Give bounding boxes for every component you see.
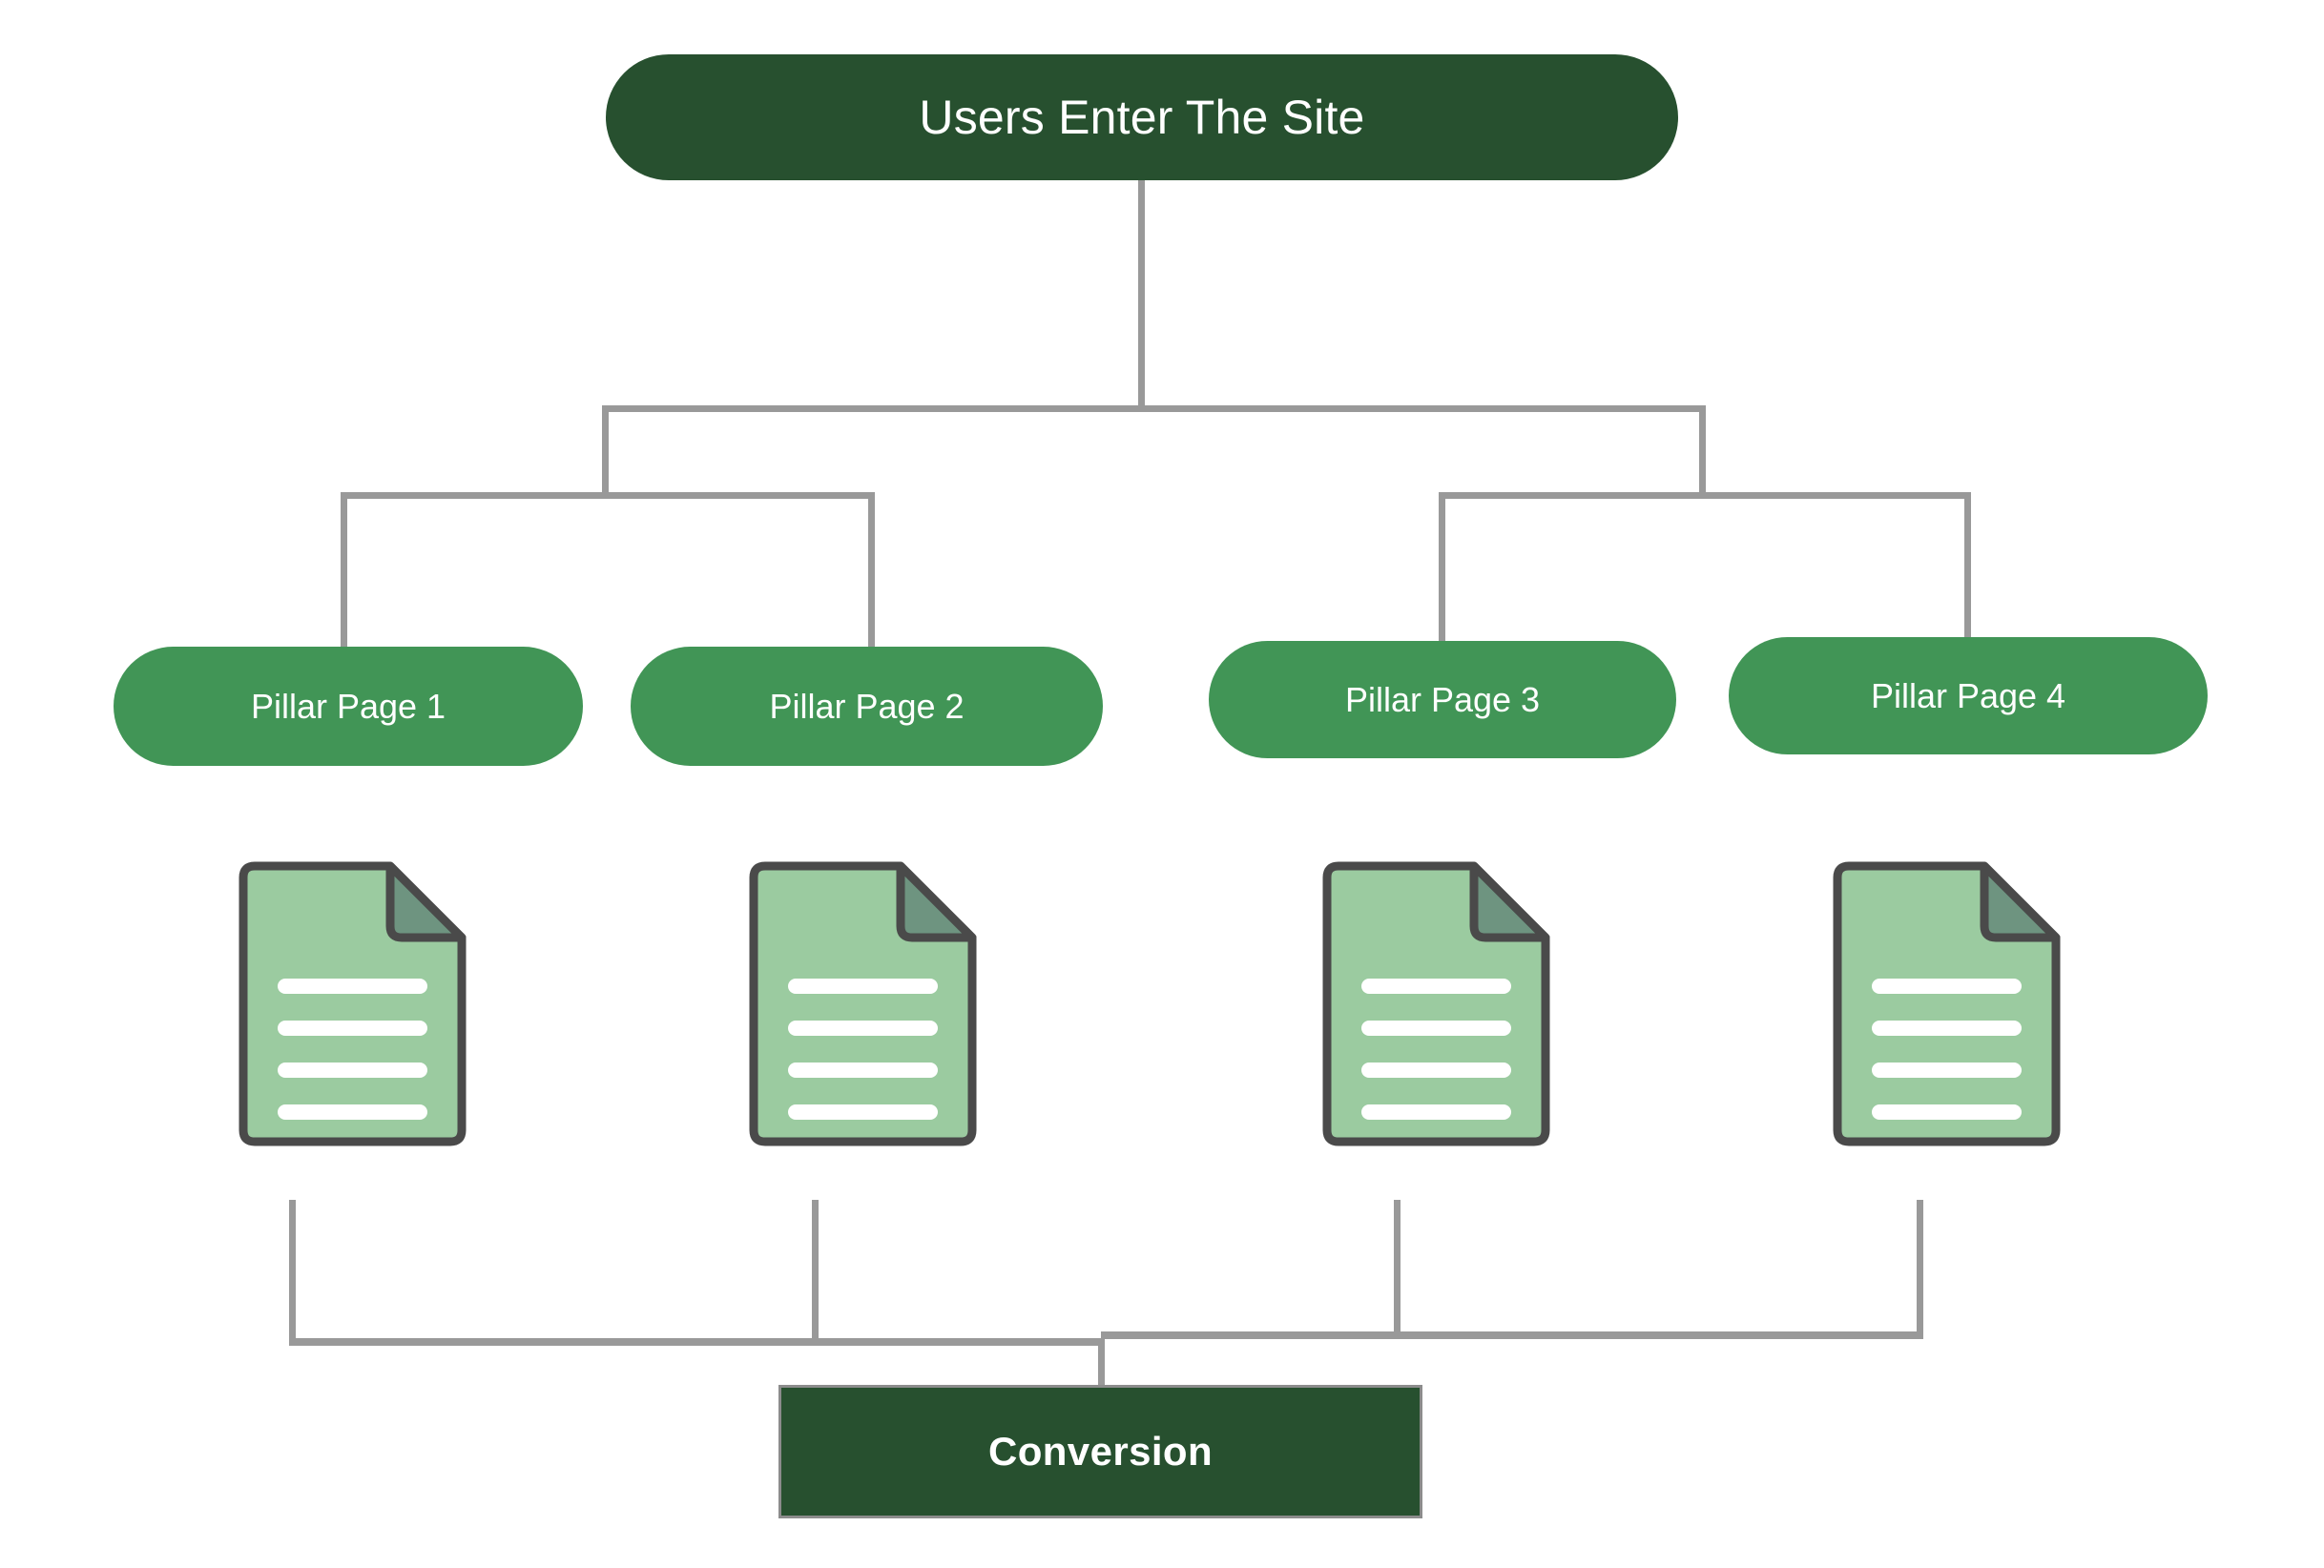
node-pillar-page-1[interactable]: Pillar Page 1: [114, 647, 583, 766]
node-pillar-2-label: Pillar Page 2: [769, 686, 965, 726]
node-conversion[interactable]: Conversion: [778, 1385, 1422, 1518]
node-users-enter-the-site[interactable]: Users Enter The Site: [606, 54, 1678, 180]
connector-left-branch-vertical: [602, 405, 609, 498]
connector-left-pair-bar: [341, 492, 875, 499]
connector-bottom-bar-left: [289, 1338, 1105, 1346]
connector-doc1-down: [289, 1200, 296, 1345]
node-pillar-page-4[interactable]: Pillar Page 4: [1729, 637, 2208, 754]
node-root-label: Users Enter The Site: [919, 90, 1365, 144]
node-pillar-3-label: Pillar Page 3: [1344, 679, 1541, 719]
connector-drop-pillar-3: [1439, 492, 1445, 641]
document-icon-4[interactable]: [1830, 858, 2064, 1149]
connector-doc4-down: [1917, 1200, 1923, 1338]
document-icon-1[interactable]: [236, 858, 469, 1149]
connector-right-branch-vertical: [1699, 405, 1706, 498]
connector-doc2-down: [812, 1200, 819, 1345]
connector-doc3-down: [1394, 1200, 1401, 1338]
node-conversion-label: Conversion: [987, 1429, 1214, 1474]
connector-drop-pillar-2: [868, 492, 875, 647]
connector-conversion-stem: [1098, 1338, 1105, 1388]
node-pillar-page-3[interactable]: Pillar Page 3: [1209, 641, 1676, 758]
connector-level1-bar: [602, 405, 1706, 412]
connector-root-stem: [1138, 180, 1145, 408]
document-icon-2[interactable]: [746, 858, 980, 1149]
connector-bottom-bar-right: [1101, 1331, 1923, 1339]
node-pillar-page-2[interactable]: Pillar Page 2: [631, 647, 1103, 766]
connector-drop-pillar-4: [1964, 492, 1971, 641]
node-pillar-1-label: Pillar Page 1: [250, 686, 446, 726]
connector-drop-pillar-1: [341, 492, 347, 647]
document-icon-3[interactable]: [1319, 858, 1553, 1149]
node-pillar-4-label: Pillar Page 4: [1870, 675, 2066, 715]
connector-right-pair-bar: [1439, 492, 1971, 499]
